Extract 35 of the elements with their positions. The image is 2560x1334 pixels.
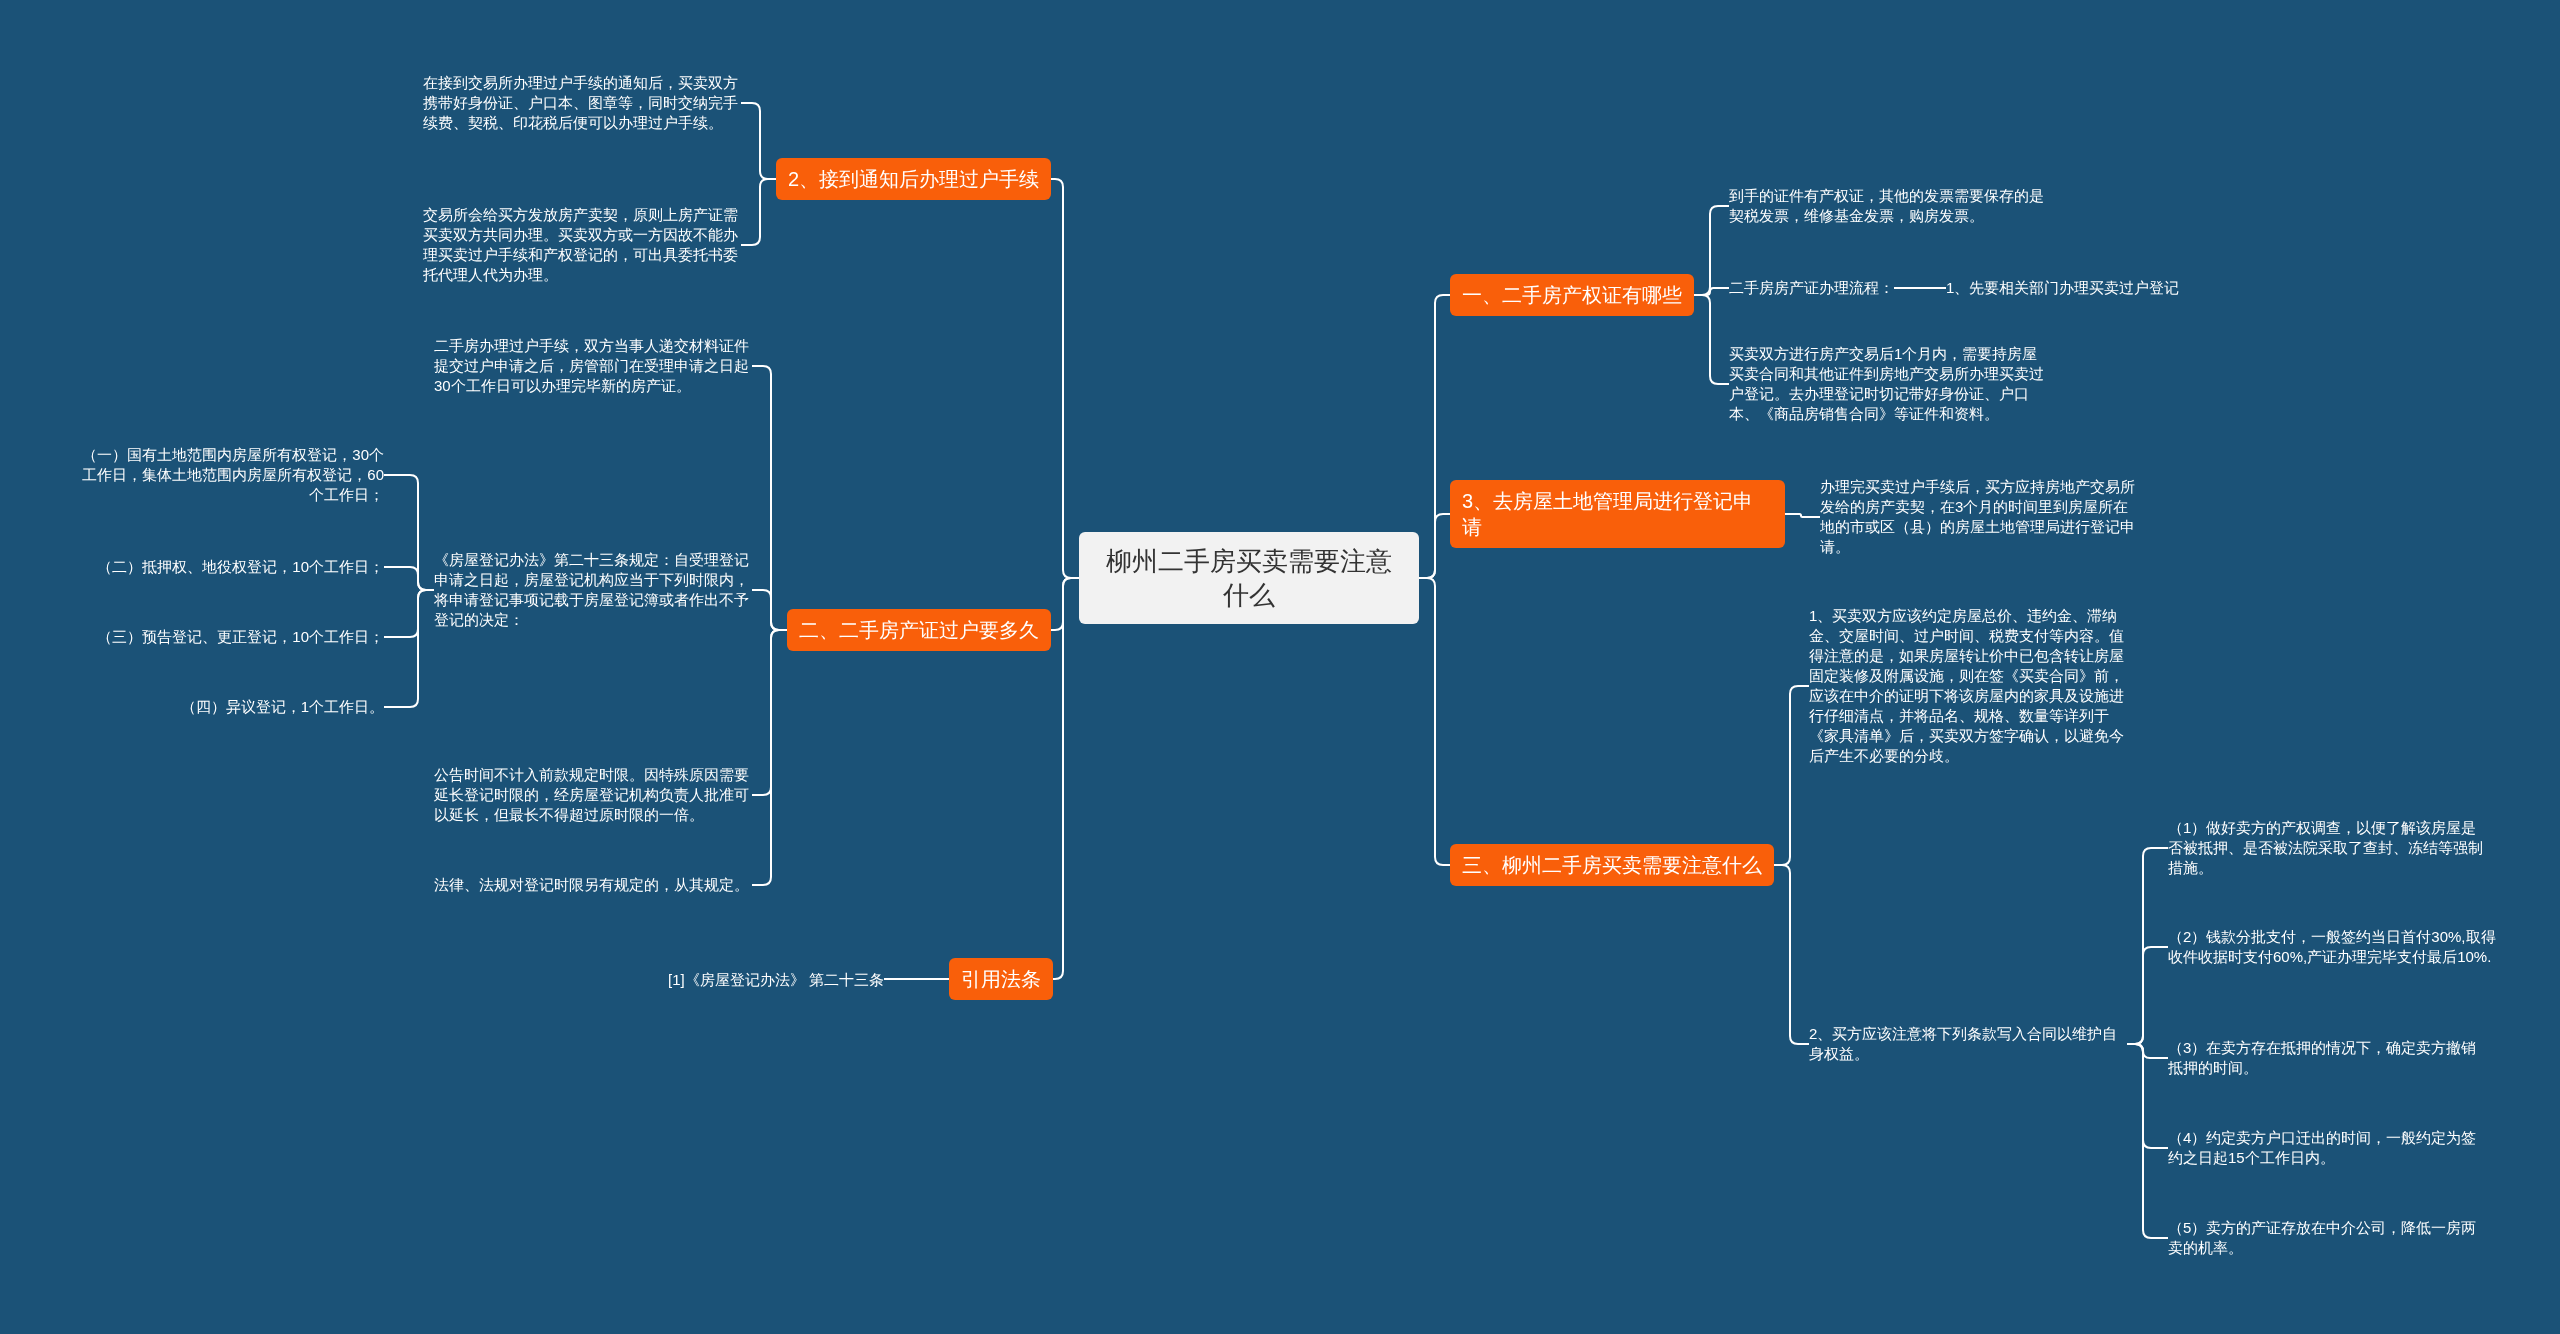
branch-box: 3、去房屋土地管理局进行登记申请 xyxy=(1450,480,1785,548)
note-text: （三）预告登记、更正登记，10个工作日； xyxy=(70,627,384,647)
note-text: 买卖双方进行房产交易后1个月内，需要持房屋买卖合同和其他证件到房地产交易所办理买卖过户登记。去办理登记时切记带好身份证、户口本、《商品房销售合同》等证件和资料。 xyxy=(1729,344,2047,424)
topic-box: 柳州二手房买卖需要注意什么 xyxy=(1079,532,1419,624)
note-text: 二手房办理过户手续，双方当事人递交材料证件提交过户申请之后，房管部门在受理申请之日起30个工作日可以办理完毕新的房产证。 xyxy=(434,336,752,396)
note-text: 办理完买卖过户手续后，买方应持房地产交易所发给的房产卖契，在3个月的时间里到房屋所在地的市或区（县）的房屋土地管理局进行登记申请。 xyxy=(1820,477,2138,557)
note-text: 1、买卖双方应该约定房屋总价、违约金、滞纳金、交屋时间、过户时间、税费支付等内容。值得注意的是，如果房屋转让价中已包含转让房屋固定装修及附属设施，则在签《买卖合同》前，应该在中介的证明下将该房屋内的家具及设施进行仔细清点，并将品名、规格、数量等详列于《家具清单》后，买卖双方签字确认，以避免今后产生不必要的分歧。 xyxy=(1809,606,2127,766)
note-text: （1）做好卖方的产权调查，以便了解该房屋是否被抵押、是否被法院采取了查封、冻结等强制措施。 xyxy=(2168,818,2486,878)
note-text: （3）在卖方存在抵押的情况下，确定卖方撤销抵押的时间。 xyxy=(2168,1038,2486,1078)
note-text: 二手房房产证办理流程： xyxy=(1729,278,1894,298)
note-text: 在接到交易所办理过户手续的通知后，买卖双方携带好身份证、户口本、图章等，同时交纳完手续费、契税、印花税后便可以办理过户手续。 xyxy=(423,73,741,133)
note-text: （4）约定卖方户口迁出的时间，一般约定为签约之日起15个工作日内。 xyxy=(2168,1128,2486,1168)
note-text: 1、先要相关部门办理买卖过户登记 xyxy=(1946,278,2180,298)
branch-box: 2、接到通知后办理过户手续 xyxy=(776,158,1052,200)
note-text: 2、买方应该注意将下列条款写入合同以维护自身权益。 xyxy=(1809,1024,2127,1064)
branch-box: 二、二手房产证过户要多久 xyxy=(787,609,1051,651)
branch-box: 一、二手房产权证有哪些 xyxy=(1450,274,1694,316)
note-text: 交易所会给买方发放房产卖契，原则上房产证需买卖双方共同办理。买卖双方或一方因故不能办理买卖过户手续和产权登记的，可出具委托书委托代理人代为办理。 xyxy=(423,205,741,285)
note-text: （二）抵押权、地役权登记，10个工作日； xyxy=(70,557,384,577)
branch-box: 引用法条 xyxy=(949,958,1053,1000)
note-text: 法律、法规对登记时限另有规定的，从其规定。 xyxy=(434,875,752,895)
connector-line xyxy=(383,589,435,708)
note-text: （5）卖方的产证存放在中介公司，降低一房两卖的机率。 xyxy=(2168,1218,2486,1258)
connector-line xyxy=(1784,513,1821,518)
branch-box: 三、柳州二手房买卖需要注意什么 xyxy=(1450,844,1774,886)
note-text: （一）国有土地范围内房屋所有权登记，30个工作日，集体土地范围内房屋所有权登记，60个工作日； xyxy=(70,445,384,505)
note-text: 《房屋登记办法》第二十三条规定：自受理登记申请之日起，房屋登记机构应当于下列时限内，将申请登记事项记载于房屋登记簿或者作出不予登记的决定： xyxy=(434,550,752,630)
note-text: 公告时间不计入前款规定时限。因特殊原因需要延长登记时限的，经房屋登记机构负责人批准可以延长，但最长不得超过原时限的一倍。 xyxy=(434,765,752,825)
note-text: 到手的证件有产权证，其他的发票需要保存的是契税发票，维修基金发票，购房发票。 xyxy=(1729,186,2047,226)
note-text: [1]《房屋登记办法》 第二十三条 xyxy=(668,970,884,990)
connector-line xyxy=(1418,577,1451,866)
note-text: （四）异议登记，1个工作日。 xyxy=(70,697,384,717)
note-text: （2）钱款分批支付，一般签约当日首付30%,取得收件收据时支付60%,产证办理完毕支付最后10%. xyxy=(2168,927,2498,967)
connector-line xyxy=(1893,287,1947,289)
connector-line xyxy=(883,978,950,980)
